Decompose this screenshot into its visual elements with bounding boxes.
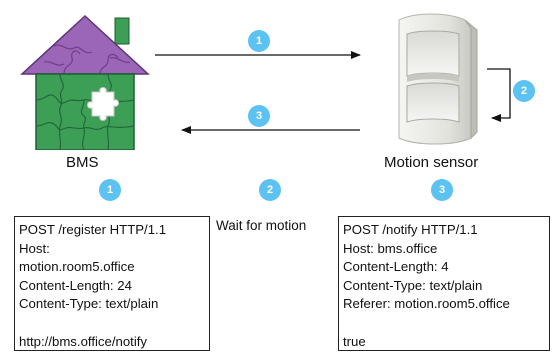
register-blank-line	[19, 314, 205, 333]
notify-blank-line	[343, 314, 545, 333]
motion-sensor-label: Motion sensor	[384, 154, 479, 171]
notify-content-type: Content-Type: text/plain	[343, 277, 483, 293]
register-body: http://bms.office/notify	[19, 333, 148, 349]
notify-referer-header: Referer: motion.room5.office	[343, 296, 510, 312]
register-content-type: Content-Type: text/plain	[19, 296, 159, 312]
notify-request-line: POST /notify HTTP/1.1	[343, 222, 478, 237]
notify-body: true	[343, 333, 366, 349]
column-badge-1: 1	[99, 179, 121, 201]
puzzle-house-icon	[20, 14, 150, 150]
register-host-value: motion.room5.office	[19, 259, 135, 275]
bms-label: BMS	[66, 154, 99, 171]
notify-content-length: Content-Length: 4	[343, 259, 449, 275]
register-content-length: Content-Length: 24	[19, 277, 132, 293]
register-request-line: POST /register HTTP/1.1	[19, 222, 167, 237]
register-host-header: Host:	[19, 240, 50, 256]
column-badge-3: 3	[431, 179, 453, 201]
step-badge-notify: 3	[248, 105, 270, 127]
register-request-box: POST /register HTTP/1.1 Host: motion.roo…	[14, 216, 210, 351]
motion-sensor-device-icon	[398, 13, 478, 145]
step-badge-register: 1	[248, 30, 270, 52]
step-badge-wait: 2	[513, 80, 535, 102]
column-badge-2: 2	[259, 179, 281, 201]
notify-request-box: POST /notify HTTP/1.1 Host: bms.office C…	[338, 216, 550, 351]
wait-for-motion-text: Wait for motion	[216, 218, 307, 233]
wait-loop-arrow	[487, 68, 511, 122]
notify-host-header: Host: bms.office	[343, 240, 438, 256]
